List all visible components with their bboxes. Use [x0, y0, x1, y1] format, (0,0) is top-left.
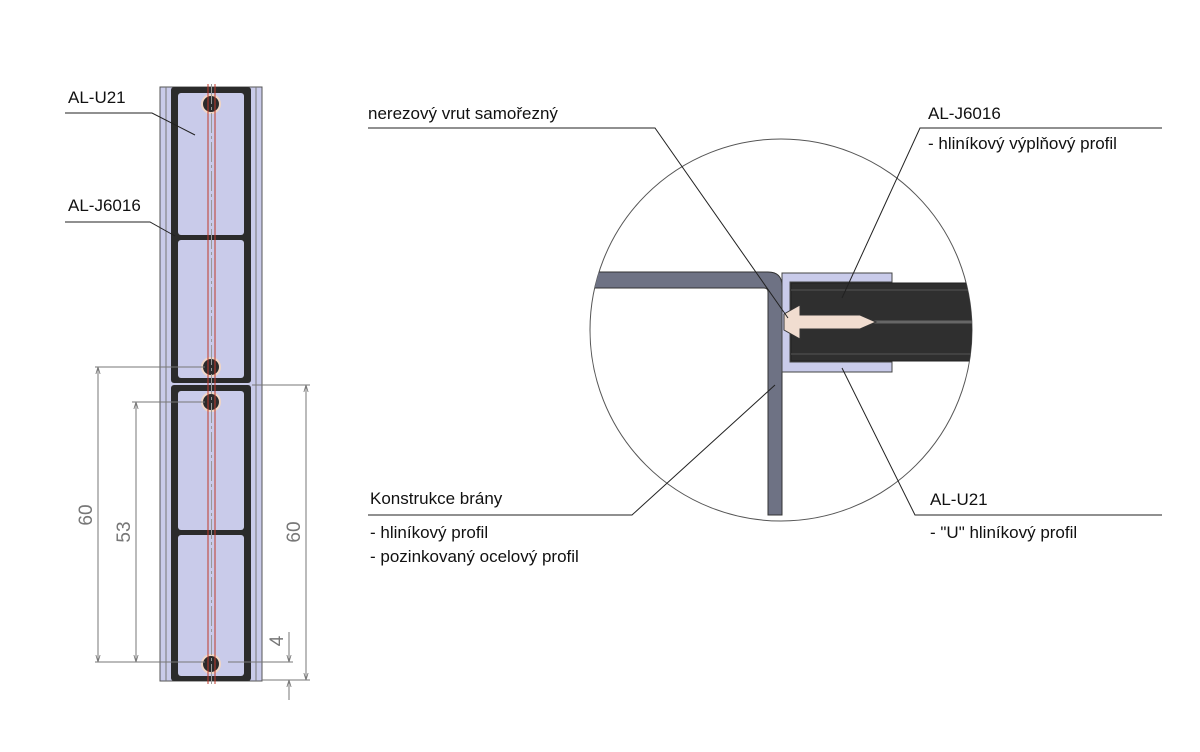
profile-stack [159, 84, 263, 684]
u-profile [781, 272, 893, 373]
dim-4: 4 [267, 635, 288, 646]
label-detail-u21: AL-U21 [930, 490, 988, 509]
detail-leaders [368, 127, 1162, 516]
label-al-u21: AL-U21 [68, 88, 126, 107]
label-frame-desc1: - hliníkový profil [370, 523, 489, 542]
leader-j6016 [65, 221, 176, 237]
detail-content [590, 271, 972, 516]
label-frame: Konstrukce brány [370, 489, 503, 508]
dimension-lines [95, 366, 310, 700]
screw-axis-lines [207, 84, 216, 684]
label-screw: nerezový vrut samořezný [368, 104, 558, 123]
dim-53: 53 [114, 521, 135, 542]
label-frame-desc2: - pozinkovaný ocelový profil [370, 547, 579, 566]
screw [783, 304, 878, 340]
dim-60-right: 60 [284, 521, 305, 542]
label-al-j6016: AL-J6016 [68, 196, 141, 215]
label-detail-j6016: AL-J6016 [928, 104, 1001, 123]
dim-60-left: 60 [76, 504, 97, 525]
label-detail-u21-desc: - "U" hliníkový profil [930, 523, 1078, 542]
label-detail-j6016-desc: - hliníkový výplňový profil [928, 134, 1117, 153]
leader-u21 [65, 112, 196, 136]
steel-frame-profile [590, 271, 783, 516]
